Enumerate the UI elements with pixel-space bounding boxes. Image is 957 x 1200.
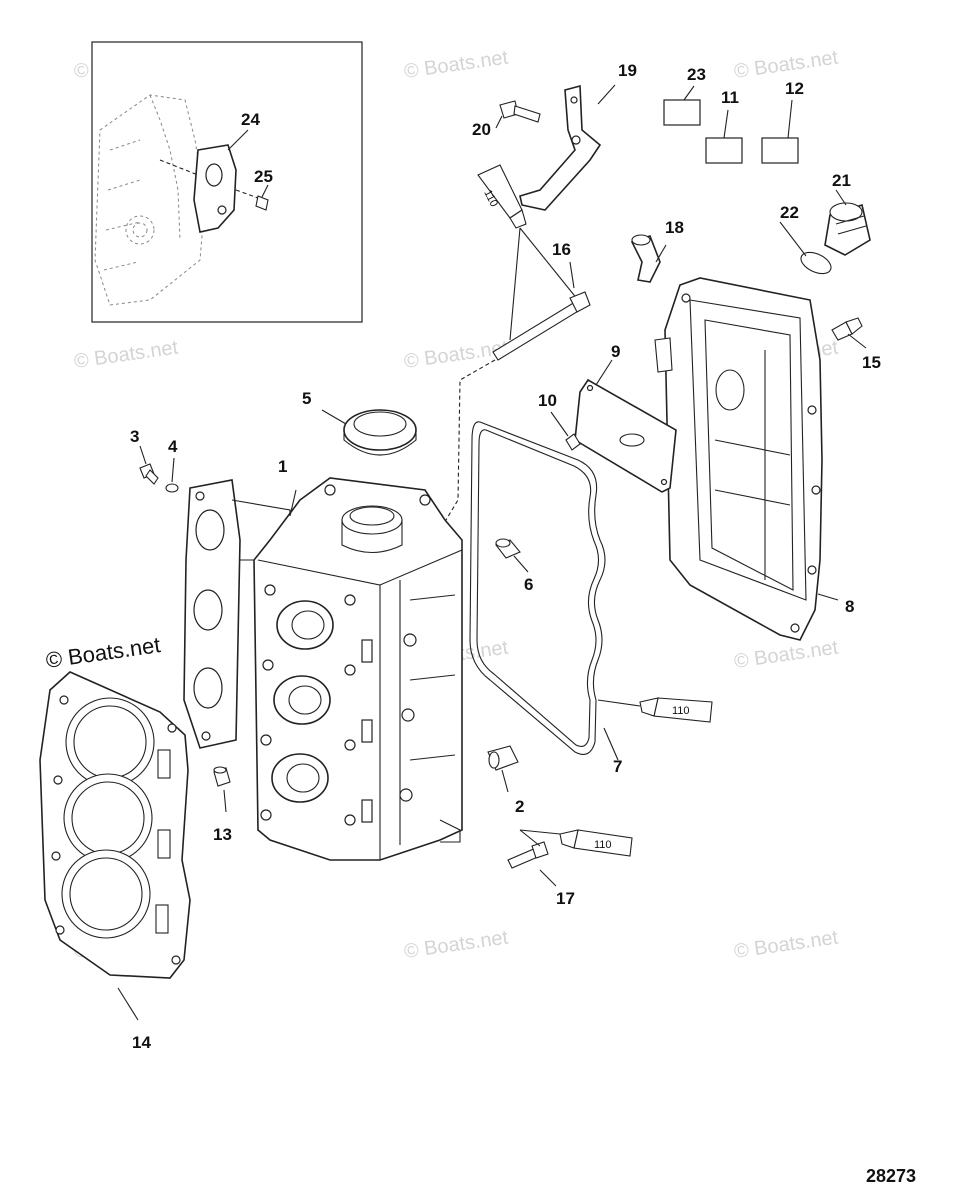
head-body <box>253 477 463 861</box>
cylinder-head-cover <box>664 277 823 641</box>
decal-11 <box>705 137 743 164</box>
decal-12 <box>761 137 799 164</box>
o-ring-22 <box>800 251 832 275</box>
callout-7: 7 <box>613 757 622 776</box>
washer-4-shape <box>165 483 179 493</box>
callout-14: 14 <box>132 1033 151 1052</box>
svg-text:110: 110 <box>672 705 690 717</box>
callout-13: 13 <box>213 825 232 844</box>
bracket-19 <box>519 84 602 211</box>
watermark: © Boats.net <box>73 337 180 373</box>
fill-cap-21: 21 22 <box>779 171 871 275</box>
svg-text:110: 110 <box>594 839 612 851</box>
callout-16: 16 <box>552 240 571 259</box>
elbow-fitting-18 <box>630 234 661 283</box>
bolt-16-shank <box>492 301 581 361</box>
decals: 23 11 12 <box>663 65 804 164</box>
gasket-7: 7 <box>469 421 641 776</box>
screw-15: 15 <box>831 317 881 372</box>
bolt-17: 17 110 <box>507 829 633 908</box>
inset-detail: 24 25 <box>91 41 363 323</box>
callout-23: 23 <box>687 65 706 84</box>
dowel-13: 13 <box>213 766 232 844</box>
callout-9: 9 <box>611 342 620 361</box>
plate-9: 9 10 <box>538 342 677 493</box>
screw-10 <box>565 433 581 451</box>
callout-17: 17 <box>556 889 575 908</box>
callout-4: 4 <box>168 437 178 456</box>
screw-25 <box>255 195 269 211</box>
figure-number: 28273 <box>866 1166 916 1186</box>
cylinder-head-1: 1 <box>253 457 463 861</box>
watermark: © Boats.net <box>403 927 510 963</box>
callout-11: 11 <box>721 88 739 107</box>
watermark: © Boats.net <box>403 47 510 83</box>
bolt-16-head <box>569 291 591 313</box>
cover-8: 8 <box>654 277 854 641</box>
callout-19: 19 <box>618 61 637 80</box>
callout-18: 18 <box>665 218 684 237</box>
screw-3: 3 <box>130 427 159 485</box>
callout-8: 8 <box>845 597 854 616</box>
sealant-tube-top: 110 <box>477 164 579 341</box>
callout-3: 3 <box>130 427 139 446</box>
callout-25: 25 <box>254 167 273 186</box>
callout-24: 24 <box>241 110 260 129</box>
fitting-18: 18 <box>630 218 684 283</box>
callout-22: 22 <box>780 203 799 222</box>
callout-21: 21 <box>832 171 851 190</box>
seal-5: 5 <box>302 389 417 456</box>
dowel-6: 6 <box>495 538 533 594</box>
exhaust-manifold <box>183 479 291 749</box>
callout-20: 20 <box>472 120 491 139</box>
bracket-assembly-19: 19 20 <box>472 61 637 211</box>
watermark: © Boats.net <box>733 47 840 83</box>
callout-1: 1 <box>278 457 287 476</box>
watermark: © Boats.net <box>403 337 510 373</box>
callout-15: 15 <box>862 353 881 372</box>
bolt-17-head <box>531 841 549 859</box>
watermark-prominent: © Boats.net <box>44 632 162 673</box>
bolt-16: 16 <box>439 240 591 531</box>
head-gasket-14: 14 <box>39 671 191 1052</box>
washer-4: 4 <box>165 437 179 493</box>
sealant-tube-mid: 110 <box>639 697 713 723</box>
watermark: © Boats.net <box>733 927 840 963</box>
watermark: © Boats.net <box>733 637 840 673</box>
decal-23 <box>663 99 701 126</box>
dowel-2: 2 <box>487 745 524 816</box>
bolt-20-shank <box>513 105 541 123</box>
callout-6: 6 <box>524 575 533 594</box>
callout-10: 10 <box>538 391 557 410</box>
gasket-outline <box>469 421 606 755</box>
callout-12: 12 <box>785 79 804 98</box>
callout-2: 2 <box>515 797 524 816</box>
callout-5: 5 <box>302 389 311 408</box>
